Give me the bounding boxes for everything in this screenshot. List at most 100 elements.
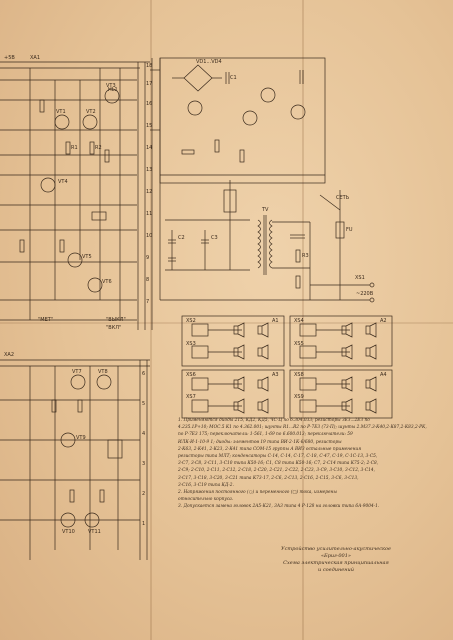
pin-number: 10 [146, 233, 153, 239]
title-block: Устройство усилительно-акустическое «Бри… [266, 546, 406, 574]
paper-fold [302, 0, 304, 640]
label-fu: FU [346, 227, 353, 233]
pin-number: 3 [142, 461, 146, 467]
socket-symbol [299, 323, 317, 337]
panel-a1-socket1: ХS2 [186, 318, 196, 324]
panel-a4-socket1: ХS8 [294, 372, 304, 378]
pin-number: 9 [146, 255, 150, 261]
speaker-symbol [233, 322, 245, 338]
speaker-symbol [341, 322, 353, 338]
pin-number: 18 [146, 63, 153, 69]
paper-fold [150, 0, 152, 640]
pin-number: 5 [142, 401, 146, 407]
speaker-symbol [341, 376, 353, 392]
label-c3: С3 [211, 235, 218, 241]
label-vd: VD1...VD4 [196, 59, 222, 65]
label-220: ~220В [356, 291, 374, 297]
socket-symbol [191, 345, 209, 359]
speaker-symbol [233, 398, 245, 414]
title-line: Устройство усилительно-акустическое [280, 546, 391, 552]
label-vt8: VT8 [98, 369, 108, 375]
label-vt9: VT9 [76, 435, 86, 441]
pin-number: 8 [146, 277, 150, 283]
label-r1: R1 [71, 145, 78, 151]
speaker-symbol [257, 398, 269, 414]
label-set: СЕТЬ [336, 195, 350, 201]
label-mut: "МЕТ" [38, 317, 54, 323]
socket-symbol [191, 399, 209, 413]
pin-number: 11 [146, 211, 153, 217]
speaker-symbol [341, 398, 353, 414]
title-line: «Бриг-001» [321, 553, 351, 559]
label-vt5: VT5 [82, 254, 92, 260]
label-xa2: ХА2 [4, 352, 15, 358]
note-line: 2-К63, 2-К41, 2-К23, 2-К41 типа СОМ-15 г… [178, 446, 362, 452]
panel-a4-socket2: ХS9 [294, 394, 304, 400]
note-line: относительно корпуса. [178, 497, 234, 503]
pin-number: 1 [142, 521, 146, 527]
note-line: 4.235.1Р+10; МОС.5 К1 по 4.362.001; шунт… [178, 425, 427, 431]
label-vkl: "ВКЛ" [106, 325, 122, 331]
pin-number: 2 [142, 491, 146, 497]
pin-number: 4 [142, 431, 146, 437]
panel-a1-title: А1 [272, 318, 279, 324]
pin-number: 16 [146, 101, 153, 107]
note-line: 2. Напряжения постоянного (○) и переменн… [178, 489, 337, 495]
speaker-symbol [341, 344, 353, 360]
panel-a1-socket2: ХS3 [186, 341, 196, 347]
socket-symbol [191, 323, 209, 337]
note-line: 1. Применяются диоды 2Т5, КД2, КД5, ЧС-Ц… [178, 418, 370, 423]
label-vt11: VT11 [88, 529, 101, 535]
speaker-symbol [233, 344, 245, 360]
pin-number: 6 [142, 371, 146, 377]
panel-a2-title: А2 [380, 318, 387, 324]
label-vt7: VT7 [72, 369, 82, 375]
panel-a4-title: А4 [380, 372, 387, 378]
note-line: резисторы типа МЛТ; конденсаторы С-14, С… [178, 453, 378, 459]
socket-symbol [299, 399, 317, 413]
label-vt10: VT10 [62, 529, 75, 535]
socket-symbol [299, 345, 317, 359]
label-vykl: "ВЫКЛ" [106, 317, 126, 323]
label-power: +5В [4, 55, 15, 61]
note-line: 3-С7, 3-С8, 3-С11, 3-С10 типа К50-16; С1… [178, 461, 379, 467]
panel-a2-socket2: ХS5 [294, 341, 304, 347]
pin-number: 13 [146, 167, 153, 173]
pin-number: 15 [146, 123, 153, 129]
label-vt6: VT6 [102, 279, 112, 285]
panel-a3-socket2: ХS7 [186, 394, 196, 400]
paper-fold [0, 322, 453, 324]
note-line: 3-С17, 3-С18, 3-С20, 3-С21 типа К73-17, … [178, 475, 359, 481]
speaker-symbol [257, 322, 269, 338]
speaker-symbol [365, 344, 377, 360]
label-r3: R3 [302, 253, 309, 259]
label-r2: R2 [95, 145, 102, 151]
note-line: по Р-7Е3 175; переключатели: 1-561, 1-69… [178, 432, 353, 438]
note-line: 2-С9; 2-С10, 2-С11, 2-С12, 2-С18, 2-С20,… [178, 468, 375, 474]
panel-a2-socket1: ХS4 [294, 318, 304, 324]
panel-a3-title: А3 [272, 372, 279, 378]
pin-number: 12 [146, 189, 153, 195]
label-vt4: VT4 [58, 179, 68, 185]
label-hl1: HL1 [108, 87, 118, 93]
label-c1: С1 [230, 75, 237, 81]
socket-symbol [191, 377, 209, 391]
title-line: Схема электрическая принципиальная [283, 560, 389, 566]
speaker-symbol [365, 376, 377, 392]
note-line: ИЛК-И-1-10-9 1; диоды: элементов 19 типа… [178, 439, 342, 445]
label-c2: С2 [178, 235, 185, 241]
label-xs1: ХS1 [355, 275, 365, 281]
speaker-symbol [233, 376, 245, 392]
pin-number: 17 [146, 81, 153, 87]
title-line: и соединений [318, 567, 354, 573]
notes-block: 1. Применяются диоды 2Т5, КД2, КД5, ЧС-Ц… [178, 418, 446, 511]
speaker-symbol [365, 322, 377, 338]
panel-a3-socket1: ХS6 [186, 372, 196, 378]
label-vt1: VT1 [56, 109, 66, 115]
label-vt3: VT3 [106, 83, 116, 89]
speaker-symbol [365, 398, 377, 414]
pin-number: 14 [146, 145, 153, 151]
label-xa1: ХА1 [30, 55, 41, 61]
label-vt2: VT2 [86, 109, 96, 115]
